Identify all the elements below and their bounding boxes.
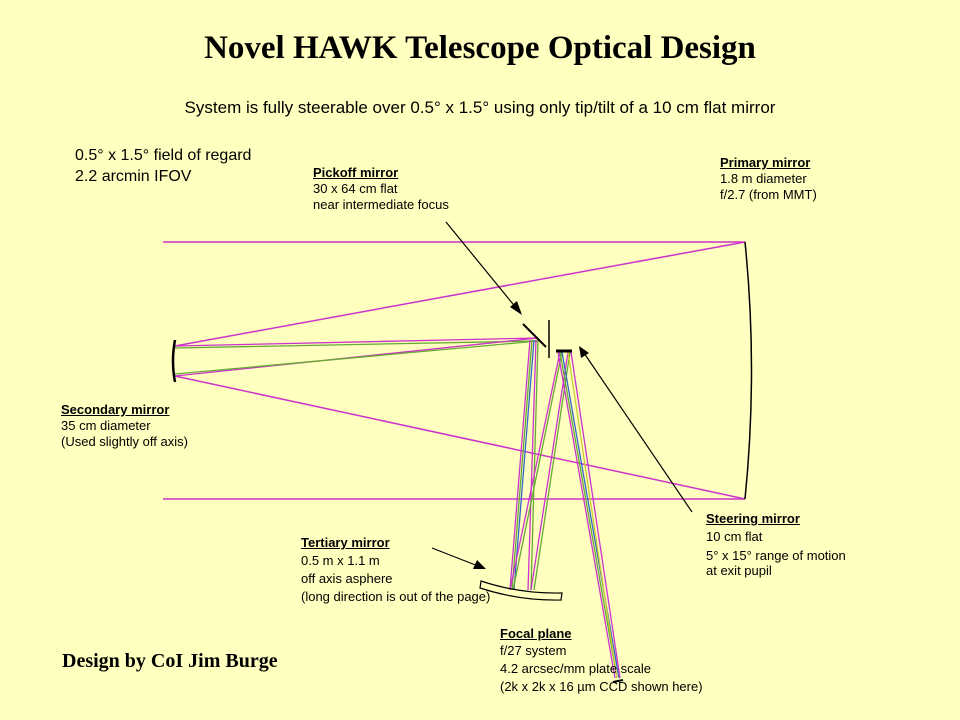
secondary-mirror-label: Secondary mirror 35 cm diameter (Used sl… <box>61 402 188 450</box>
steering-mirror-range: 5° x 15° range of motion <box>706 548 846 563</box>
tertiary-mirror-heading: Tertiary mirror <box>301 535 390 550</box>
steering-mirror-label: Steering mirror 10 cm flat 5° x 15° rang… <box>706 511 846 577</box>
pickoff-mirror <box>522 323 547 348</box>
tertiary-to-steering-rays <box>509 351 571 591</box>
tertiary-pointer-arrow <box>431 547 486 569</box>
tertiary-mirror <box>479 580 563 601</box>
pickoff-mirror-label: Pickoff mirror 30 x 64 cm flat near inte… <box>313 165 449 213</box>
steering-mirror-location: at exit pupil <box>706 563 772 578</box>
focal-plane-detector <box>612 679 624 683</box>
design-credit: Design by CoI Jim Burge <box>62 650 278 672</box>
ifov-text: 2.2 arcmin IFOV <box>75 168 192 185</box>
tertiary-mirror-type: off axis asphere <box>301 571 393 586</box>
primary-to-secondary-ray-bottom <box>174 375 746 500</box>
steering-pointer-arrow <box>579 346 693 513</box>
page-title: Novel HAWK Telescope Optical Design <box>204 30 756 66</box>
primary-mirror <box>744 241 753 500</box>
primary-mirror-label: Primary mirror 1.8 m diameter f/2.7 (fro… <box>720 155 817 203</box>
primary-mirror-diameter: 1.8 m diameter <box>720 171 807 186</box>
primary-mirror-focal-ratio: f/2.7 (from MMT) <box>720 187 817 202</box>
tertiary-mirror-note: (long direction is out of the page) <box>301 589 491 604</box>
pickoff-mirror-size: 30 x 64 cm flat <box>313 181 398 196</box>
primary-to-secondary-ray-top <box>174 241 746 347</box>
subtitle: System is fully steerable over 0.5° x 1.… <box>184 98 776 117</box>
secondary-mirror-diameter: 35 cm diameter <box>61 418 151 433</box>
focal-plane-label: Focal plane f/27 system 4.2 arcsec/mm pl… <box>500 626 703 695</box>
field-of-regard-text: 0.5° x 1.5° field of regard <box>75 147 252 164</box>
pickoff-pointer-arrow <box>445 221 522 315</box>
steering-to-focal-plane-rays <box>557 351 621 679</box>
steering-mirror-size: 10 cm flat <box>706 529 763 544</box>
tertiary-mirror-label: Tertiary mirror 0.5 m x 1.1 m off axis a… <box>301 535 490 605</box>
secondary-mirror-note: (Used slightly off axis) <box>61 434 188 449</box>
field-of-regard-note: 0.5° x 1.5° field of regard 2.2 arcmin I… <box>75 145 251 187</box>
pickoff-to-tertiary-rays <box>509 339 539 591</box>
secondary-mirror <box>171 339 177 383</box>
tertiary-mirror-size: 0.5 m x 1.1 m <box>301 553 380 568</box>
focal-plane-scale: 4.2 arcsec/mm plate scale <box>500 661 652 676</box>
focal-plane-detector-note: (2k x 2k x 16 µm CCD shown here) <box>500 679 703 694</box>
secondary-to-pickoff-rays <box>174 337 539 377</box>
pickoff-mirror-heading: Pickoff mirror <box>313 165 399 180</box>
focal-plane-ratio: f/27 system <box>500 643 567 658</box>
primary-mirror-heading: Primary mirror <box>720 155 811 170</box>
pickoff-mirror-location: near intermediate focus <box>313 197 449 212</box>
steering-mirror-heading: Steering mirror <box>706 511 800 526</box>
secondary-mirror-heading: Secondary mirror <box>61 402 170 417</box>
focal-plane-heading: Focal plane <box>500 626 572 641</box>
